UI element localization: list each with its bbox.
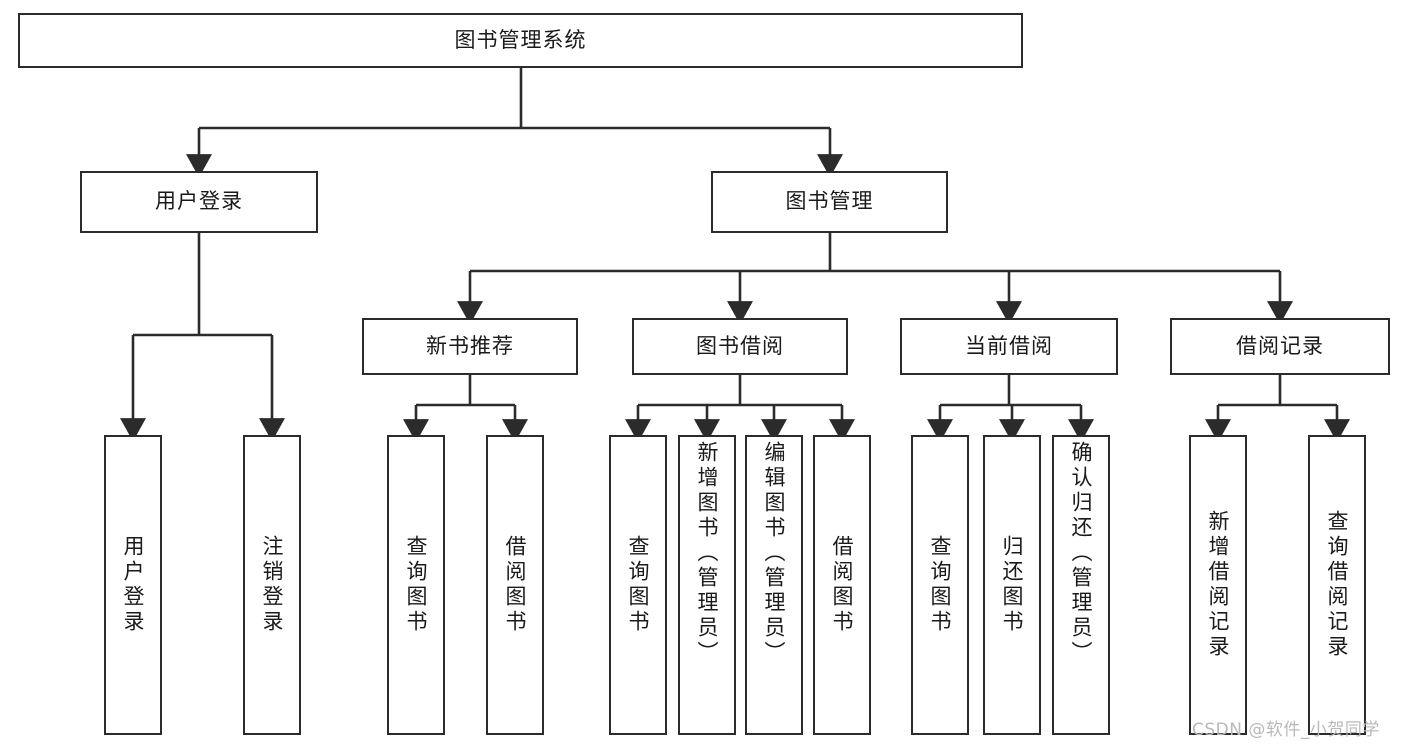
node-leaf-edit-book-label: 编辑图书（管理员） xyxy=(762,441,787,666)
node-leaf-query-book-1[interactable]: 查询图书 xyxy=(387,435,445,735)
node-leaf-query-record-label: 查询借阅记录 xyxy=(1325,510,1350,660)
node-leaf-confirm-return-label: 确认归还（管理员） xyxy=(1069,441,1094,666)
node-leaf-query-record[interactable]: 查询借阅记录 xyxy=(1308,435,1366,735)
node-leaf-edit-book[interactable]: 编辑图书（管理员） xyxy=(745,435,803,735)
node-user-login-label: 用户登录 xyxy=(155,189,243,214)
node-leaf-add-record-label: 新增借阅记录 xyxy=(1206,510,1231,660)
node-leaf-borrow-book-1[interactable]: 借阅图书 xyxy=(486,435,544,735)
node-user-login[interactable]: 用户登录 xyxy=(80,171,318,233)
node-leaf-query-book-1-label: 查询图书 xyxy=(404,535,429,635)
node-new-book-rec-label: 新书推荐 xyxy=(426,333,514,358)
node-current-borrow-label: 当前借阅 xyxy=(965,333,1053,358)
node-leaf-user-login-label: 用户登录 xyxy=(121,535,146,635)
csdn-watermark: CSDN @软件_小贺同学 xyxy=(1192,720,1380,740)
node-leaf-add-record[interactable]: 新增借阅记录 xyxy=(1189,435,1247,735)
node-book-manage[interactable]: 图书管理 xyxy=(711,171,948,233)
node-leaf-query-book-3[interactable]: 查询图书 xyxy=(911,435,969,735)
node-leaf-user-login[interactable]: 用户登录 xyxy=(104,435,162,735)
node-new-book-rec[interactable]: 新书推荐 xyxy=(362,318,578,375)
node-leaf-add-book[interactable]: 新增图书（管理员） xyxy=(678,435,736,735)
node-leaf-query-book-3-label: 查询图书 xyxy=(928,535,953,635)
node-leaf-query-book-2[interactable]: 查询图书 xyxy=(609,435,667,735)
node-book-borrow-label: 图书借阅 xyxy=(696,333,784,358)
node-book-manage-label: 图书管理 xyxy=(785,189,874,214)
node-current-borrow[interactable]: 当前借阅 xyxy=(900,318,1118,375)
node-leaf-add-book-label: 新增图书（管理员） xyxy=(695,441,720,666)
node-leaf-logout[interactable]: 注销登录 xyxy=(243,435,301,735)
node-leaf-return-book[interactable]: 归还图书 xyxy=(983,435,1041,735)
node-leaf-logout-label: 注销登录 xyxy=(260,535,285,635)
node-root-label: 图书管理系统 xyxy=(454,27,587,52)
node-leaf-borrow-book-1-label: 借阅图书 xyxy=(503,535,528,635)
node-leaf-borrow-book-2[interactable]: 借阅图书 xyxy=(813,435,871,735)
node-leaf-confirm-return[interactable]: 确认归还（管理员） xyxy=(1052,435,1110,735)
node-borrow-record-label: 借阅记录 xyxy=(1236,333,1324,358)
node-book-borrow[interactable]: 图书借阅 xyxy=(632,318,848,375)
node-borrow-record[interactable]: 借阅记录 xyxy=(1170,318,1390,375)
node-leaf-query-book-2-label: 查询图书 xyxy=(626,535,651,635)
node-root[interactable]: 图书管理系统 xyxy=(18,13,1023,68)
node-leaf-borrow-book-2-label: 借阅图书 xyxy=(830,535,855,635)
node-leaf-return-book-label: 归还图书 xyxy=(1000,535,1025,635)
